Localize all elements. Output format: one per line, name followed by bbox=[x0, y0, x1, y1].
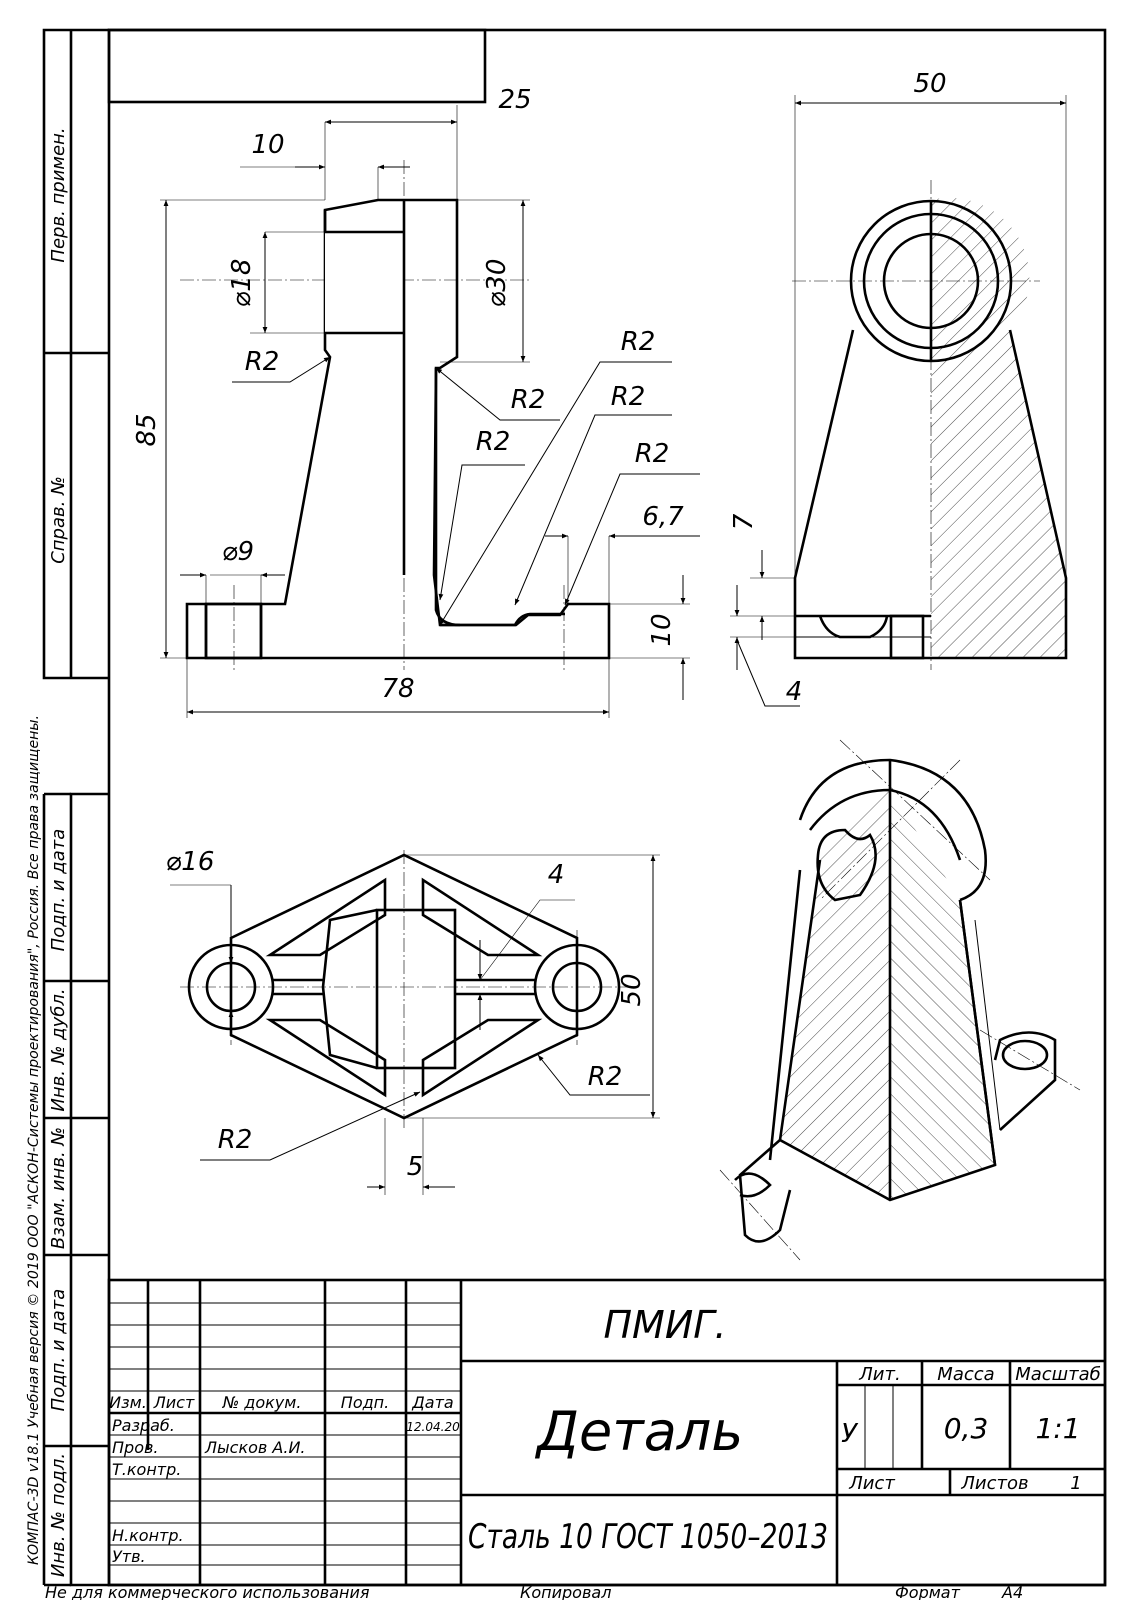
tb-lit-label: Лит. bbox=[858, 1364, 900, 1385]
tb-sheets-label: Листов bbox=[960, 1473, 1028, 1494]
tb-sheets-value: 1 bbox=[1070, 1473, 1081, 1494]
footer-format-value: А4 bbox=[1001, 1583, 1023, 1600]
tb-rev-date: Дата bbox=[411, 1393, 453, 1412]
tb-sheet-label: Лист bbox=[848, 1473, 895, 1494]
footer-format-label: Формат bbox=[895, 1583, 961, 1600]
dim-85: 85 bbox=[132, 413, 162, 446]
dim-4-top: 4 bbox=[548, 860, 565, 890]
tb-designation: ПМИГ. bbox=[603, 1303, 726, 1347]
dimension-lines bbox=[160, 95, 1067, 1195]
dim-r2-f: R2 bbox=[635, 439, 670, 469]
tb-signer-role: Разраб. bbox=[112, 1416, 175, 1435]
dim-r2-top-left: R2 bbox=[218, 1125, 253, 1155]
side-cell-perv-primen: Перв. примен. bbox=[48, 127, 69, 262]
iso-hatch-right bbox=[890, 790, 995, 1200]
dim-r2-top-right: R2 bbox=[588, 1062, 623, 1092]
dimension-texts: 25 10 ⌀18 ⌀30 R2 R2 R2 R2 R2 R2 85 6,7 ⌀… bbox=[132, 69, 947, 1182]
footer-copied: Копировал bbox=[520, 1583, 611, 1600]
tb-signer-role: Н.контр. bbox=[112, 1526, 184, 1545]
tb-signer-role: Т.контр. bbox=[112, 1460, 181, 1479]
top-right-boss-inner bbox=[551, 961, 603, 1013]
dim-r2-b: R2 bbox=[511, 385, 546, 415]
top-view bbox=[180, 850, 640, 1130]
dim-50-top: 50 bbox=[617, 973, 647, 1006]
copyright-text: КОМПАС-3D v18.1 Учебная версия © 2019 ОО… bbox=[26, 715, 42, 1565]
tb-mass-value: 0,3 bbox=[944, 1412, 989, 1445]
side-strip: Перв. примен. Справ. № Подп. и дата Инв.… bbox=[26, 28, 109, 1587]
tb-rev-list: Лист bbox=[153, 1393, 195, 1412]
tb-signer-date: 12.04.20 bbox=[406, 1420, 460, 1434]
title-block: ПМИГ. Деталь Сталь 10 ГОСТ 1050–2013 Лит… bbox=[107, 1278, 1107, 1587]
tb-scale-label: Масштаб bbox=[1015, 1364, 1101, 1385]
footer: Не для коммерческого использования Копир… bbox=[45, 1583, 1023, 1600]
tb-signer-role: Пров. bbox=[112, 1438, 159, 1457]
tb-rev-izm: Изм. bbox=[109, 1393, 147, 1412]
dim-d30: ⌀30 bbox=[482, 259, 512, 308]
isometric-view bbox=[719, 739, 1081, 1261]
dim-d16: ⌀16 bbox=[166, 847, 215, 877]
dim-78: 78 bbox=[381, 674, 414, 704]
dim-25: 25 bbox=[498, 85, 531, 115]
tb-rev-doc: № докум. bbox=[222, 1393, 302, 1412]
top-left-box bbox=[107, 28, 487, 104]
footer-noncommercial: Не для коммерческого использования bbox=[45, 1583, 370, 1600]
dim-4-side: 4 bbox=[786, 677, 803, 707]
top-central-block bbox=[375, 908, 457, 1070]
side-cell-podp-data-2: Подп. и дата bbox=[48, 1289, 69, 1412]
dim-r2-c: R2 bbox=[476, 427, 511, 457]
dim-r2-a: R2 bbox=[245, 347, 280, 377]
dim-d18: ⌀18 bbox=[227, 259, 257, 308]
tb-material: Сталь 10 ГОСТ 1050–2013 bbox=[468, 1517, 828, 1557]
tb-rev-sign: Подп. bbox=[341, 1393, 389, 1412]
tb-mass-label: Масса bbox=[937, 1364, 994, 1385]
side-cell-inv-dubl: Инв. № дубл. bbox=[48, 988, 69, 1111]
dim-r2-e: R2 bbox=[611, 382, 646, 412]
dim-50-side: 50 bbox=[913, 69, 946, 99]
top-right-boss-outer bbox=[533, 943, 621, 1031]
iso-hatch-left bbox=[780, 790, 890, 1200]
side-cell-sprav: Справ. № bbox=[48, 476, 69, 564]
tb-signer-name: Лысков А.И. bbox=[204, 1438, 306, 1457]
dim-d9: ⌀9 bbox=[222, 537, 254, 567]
dim-10-right: 10 bbox=[647, 613, 677, 646]
side-cell-podp-data-1: Подп. и дата bbox=[48, 829, 69, 952]
tb-scale-value: 1:1 bbox=[1035, 1412, 1080, 1445]
tb-lit-value: У bbox=[841, 1419, 859, 1449]
dim-r2-d: R2 bbox=[621, 327, 656, 357]
side-view bbox=[792, 180, 1068, 670]
dim-10-top: 10 bbox=[251, 130, 284, 160]
side-cell-inv-podl: Инв. № подл. bbox=[48, 1453, 69, 1577]
dim-6-7: 6,7 bbox=[642, 502, 684, 532]
front-view bbox=[180, 160, 611, 670]
dim-5: 5 bbox=[407, 1152, 424, 1182]
dim-7-side: 7 bbox=[729, 513, 759, 530]
tb-signer-role: Утв. bbox=[112, 1547, 146, 1566]
side-cell-vzam-inv: Взам. инв. № bbox=[48, 1127, 69, 1249]
tb-part-name: Деталь bbox=[535, 1400, 743, 1463]
